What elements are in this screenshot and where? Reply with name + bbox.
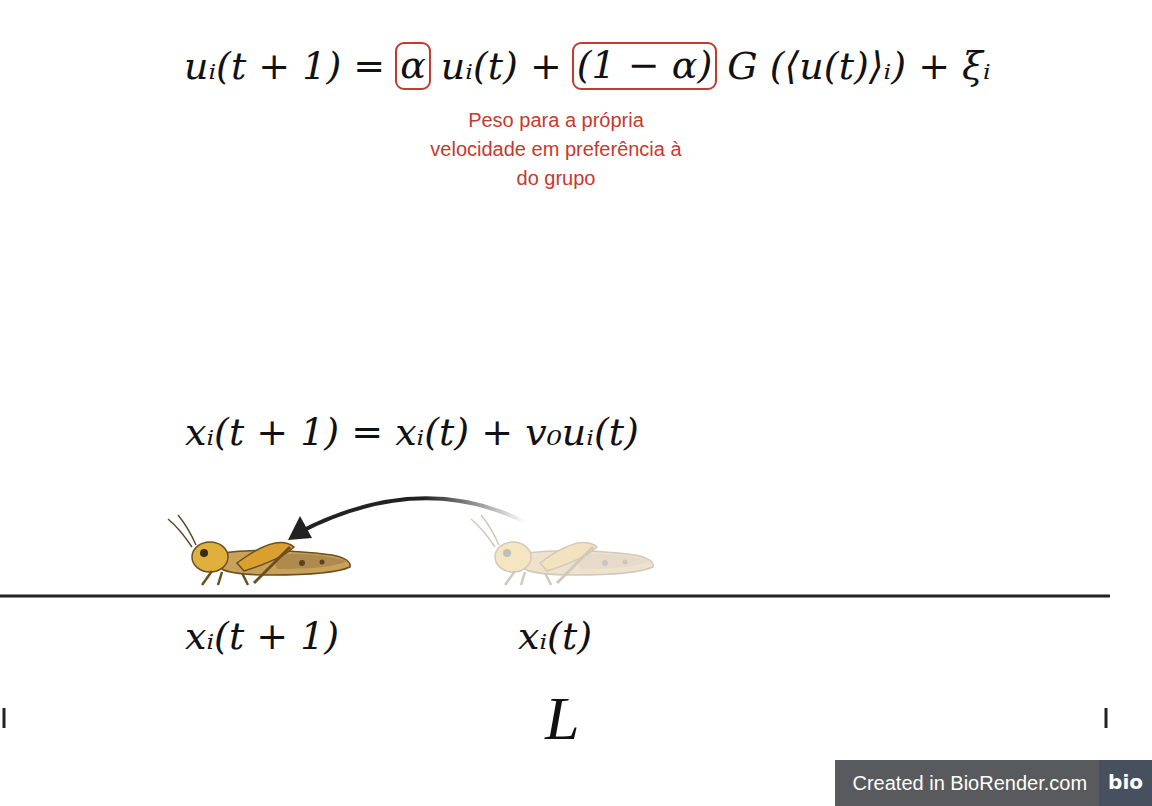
- position-equation: xᵢ(t + 1) = xᵢ(t) + v₀uᵢ(t): [185, 410, 639, 454]
- equation: uᵢ(t + 1) = α uᵢ(t) + (1 − α) G (⟨u(t)⟩ᵢ) + …: [180, 42, 995, 90]
- equation-term: uᵢ(t) +: [441, 44, 562, 88]
- position-label: xᵢ(t + 1): [185, 614, 339, 658]
- equation-term: α: [400, 43, 426, 87]
- annotation: Peso para a própria velocidade em prefer…: [421, 106, 691, 193]
- watermark: Created in BioRender.combio: [835, 760, 1152, 806]
- highlight-box: (1 − α): [572, 42, 718, 90]
- equation-term: (1 − α): [577, 43, 713, 87]
- dimension-label: L: [533, 687, 591, 749]
- watermark-text: Created in BioRender.com: [835, 772, 1100, 795]
- equation-term: uᵢ(t + 1) =: [184, 44, 385, 88]
- equation-term: G (⟨u(t)⟩ᵢ) + ξᵢ: [727, 44, 990, 88]
- highlight-box: α: [395, 42, 431, 90]
- watermark-logo: bio: [1099, 760, 1152, 806]
- position-label: xᵢ(t): [518, 614, 592, 658]
